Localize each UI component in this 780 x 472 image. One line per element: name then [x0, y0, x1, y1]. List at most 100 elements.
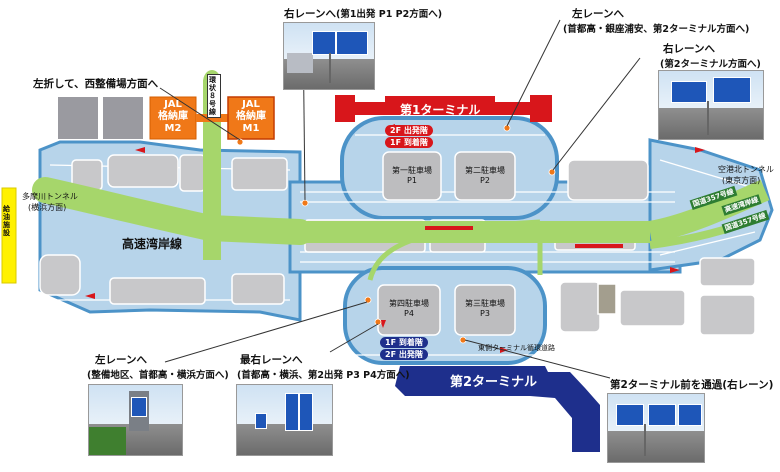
- parking-p2-code: P2: [480, 176, 490, 185]
- hangar-m2-line2: 格納庫: [158, 111, 188, 122]
- wangan-road-label: 高速湾岸線: [122, 237, 183, 251]
- callout-c3-sub: (第2ターミナル方面へ): [660, 59, 761, 70]
- parking-p2-name: 第二駐車場: [465, 166, 505, 175]
- callout-line-c6: [329, 323, 379, 353]
- callout-c2-main: 左レーンへ: [572, 8, 624, 20]
- waypoint-1: [301, 199, 309, 207]
- callout-c6-sub: (首都高・横浜、第2出発 P3 P4方面へ): [237, 370, 410, 381]
- lot-south-1: [559, 281, 601, 333]
- callout-c2: 左レーンへ: [572, 6, 624, 21]
- photo-c3-sign-board-2: [713, 77, 751, 103]
- lot-west-3: [179, 154, 206, 192]
- callout-line-c3: [552, 57, 641, 171]
- tamagawa-tunnel-name: 多摩川トンネル: [22, 192, 78, 201]
- callout-c7-main: 第2ターミナル前を通過(右レーン): [610, 379, 774, 391]
- parking-buildings: [377, 151, 516, 336]
- callout-c5-sub: (整備地区、首都高・横浜方面へ): [87, 370, 229, 381]
- hangar-m2: [149, 96, 197, 140]
- waypoint-4: [236, 138, 244, 146]
- photo-c7-sign-board-3: [678, 404, 702, 426]
- lot-west-4: [231, 157, 288, 191]
- hangar-m2-label: JAL 格納庫 M2: [150, 99, 196, 135]
- parking-p3-block: [454, 284, 516, 336]
- gray-hangar-1: [58, 97, 98, 139]
- fuel-facility-label: 給油施設: [3, 205, 10, 237]
- parking-p1-name: 第一駐車場: [392, 166, 432, 175]
- parking-p4-label: 第四駐車場 P4: [385, 298, 433, 318]
- kuko-kita-tunnel-dir: (東京方面): [722, 176, 761, 185]
- arrow-t2-left: [380, 320, 386, 328]
- parking-p3-label: 第三駐車場 P3: [461, 298, 509, 318]
- photo-c6-sign-board-2: [299, 393, 313, 431]
- callout-line-c2: [506, 19, 561, 127]
- lot-east-2: [699, 257, 756, 287]
- lot-east-1: [567, 159, 649, 201]
- kuko-kita-tunnel-label: 空港北トンネル (東京方面): [718, 164, 774, 186]
- t-area-ramp: [367, 219, 541, 281]
- photo-c7-sign: [607, 393, 705, 463]
- callout-c4-main: 左折して、西整備場方面へ: [33, 78, 159, 90]
- parking-p4-block: [377, 284, 441, 336]
- callout-c1-main: 右レーンへ: [284, 8, 336, 20]
- callout-c5-main: 左レーンへ: [95, 354, 147, 366]
- waypoint-3: [548, 168, 556, 176]
- callout-c2-sub: (首都高・銀座浦安、第2ターミナル方面へ): [563, 24, 750, 35]
- photo-c6-sign-board-1: [285, 393, 299, 431]
- parking-p3-code: P3: [480, 309, 490, 318]
- arrow-west-1: [135, 147, 145, 153]
- photo-c5-sign-board: [131, 397, 147, 417]
- callout-line-c5: [164, 301, 368, 363]
- parking-p1-label: 第一駐車場 P1: [388, 165, 436, 185]
- hangar-m2-line3: M2: [164, 123, 182, 134]
- lot-west-6: [109, 277, 206, 305]
- callout-c3-main: 右レーンへ: [663, 43, 715, 55]
- lot-west-5: [39, 254, 81, 296]
- callout-line-c4: [159, 87, 241, 141]
- lot-west-2: [107, 154, 179, 188]
- expressway-wangan: [32, 70, 770, 281]
- lot-west-7: [231, 273, 285, 305]
- photo-c7-sign-board-2: [648, 404, 676, 426]
- callout-c1-sub: (第1出発 P1 P2方面へ): [335, 9, 443, 20]
- hangar-m1-label: JAL 格納庫 M1: [228, 99, 274, 135]
- t2-1f-arrivals-tag: 1F 到着階: [380, 337, 428, 348]
- kuko-kita-tunnel-name: 空港北トンネル: [718, 165, 774, 174]
- parking-p4-name: 第四駐車場: [389, 299, 429, 308]
- parking-p1-code: P1: [407, 176, 417, 185]
- parking-p3-name: 第三駐車場: [465, 299, 505, 308]
- terminal-1-name: 第1ターミナル: [400, 103, 481, 117]
- hangar-m1-line2: 格納庫: [236, 111, 266, 122]
- lot-east-4: [699, 294, 756, 336]
- loop8-label: 環状８号線: [207, 74, 221, 118]
- higashi-terminal-road-label: 東側ターミナル循環道路: [478, 344, 555, 352]
- hangar-m1-line3: M1: [242, 123, 260, 134]
- photo-c6-sign-board-3: [255, 413, 267, 429]
- gray-hangar-buildings: [58, 97, 143, 139]
- tamagawa-tunnel-label: 多摩川トンネル (横浜方面): [22, 191, 78, 213]
- t1-1f-arrivals-tag: 1F 到着階: [385, 137, 433, 148]
- photo-c1-sign: [283, 22, 375, 90]
- callout-line-c7: [464, 339, 611, 379]
- photo-c1-sign-board-1: [312, 31, 336, 55]
- photo-c5-sign: [88, 384, 183, 456]
- terminal-1-building: [335, 95, 552, 122]
- lot-east-3: [619, 289, 686, 327]
- photo-c3-sign: [658, 70, 764, 140]
- red-underpass-mark-1: [425, 226, 473, 230]
- lot-fuel-block: [597, 283, 617, 315]
- t1-2f-departures-tag: 2F 出発階: [385, 125, 433, 136]
- callout-c1: 右レーンへ(第1出発 P1 P2方面へ): [284, 6, 442, 21]
- wangan-west-segment: [32, 177, 313, 245]
- fuel-facility-block: [1, 187, 17, 284]
- photo-c7-sign-board-1: [616, 404, 644, 426]
- gray-hangar-2: [103, 97, 143, 139]
- parking-p1-block: [382, 151, 442, 201]
- photo-c1-sign-board-2: [336, 31, 368, 55]
- hangar-connector: [196, 114, 230, 122]
- waypoint-6: [374, 318, 382, 326]
- terminal-2-name: 第2ターミナル: [450, 375, 538, 390]
- arrow-east-2: [670, 267, 680, 273]
- arrow-west-2: [85, 293, 95, 299]
- tamagawa-tunnel-dir: (横浜方面): [28, 203, 67, 212]
